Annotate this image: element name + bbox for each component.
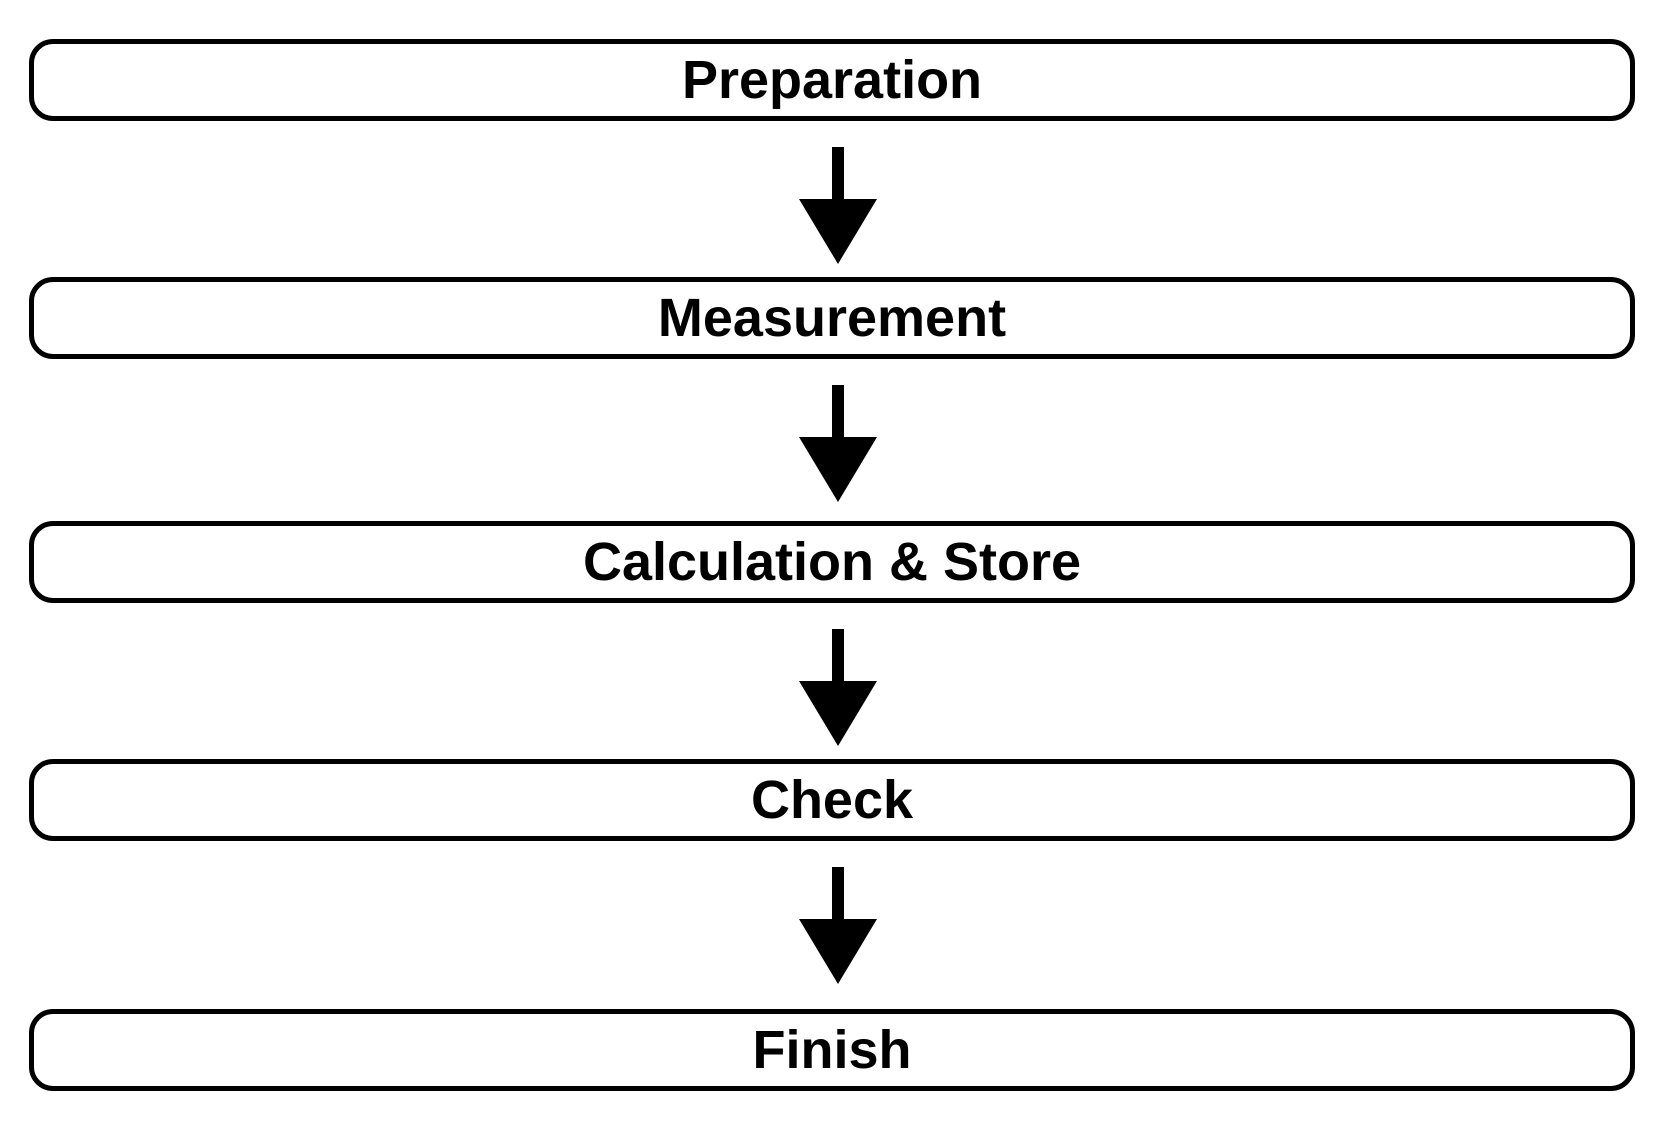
step-label: Finish xyxy=(752,1020,912,1080)
step-finish-box: Finish xyxy=(29,1009,1635,1091)
step-measurement-box: Measurement xyxy=(29,277,1635,359)
down-arrow-icon xyxy=(799,385,877,502)
step-label: Preparation xyxy=(681,50,983,110)
down-arrow-icon xyxy=(799,629,877,746)
step-label: Measurement xyxy=(657,288,1007,348)
down-arrow-icon xyxy=(799,147,877,264)
down-arrow-icon xyxy=(799,867,877,984)
step-preparation-box: Preparation xyxy=(29,39,1635,121)
step-label: Check xyxy=(750,770,914,830)
step-check-box: Check xyxy=(29,759,1635,841)
step-label: Calculation & Store xyxy=(582,532,1082,592)
step-calculation-store-box: Calculation & Store xyxy=(29,521,1635,603)
